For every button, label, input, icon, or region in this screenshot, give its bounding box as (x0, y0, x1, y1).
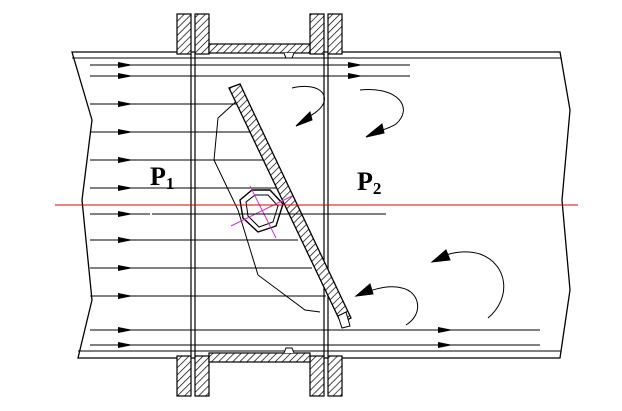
arrow-right-icon (118, 62, 133, 68)
arrow-right-icon (438, 342, 453, 348)
arrow-right-icon (438, 327, 453, 333)
p2-label: P2 (357, 167, 381, 198)
wake-boundary (213, 97, 321, 313)
flanges-top (176, 13, 343, 59)
pipe-outline (71, 51, 571, 359)
arrow-right-icon (118, 327, 133, 333)
flanges-bottom (176, 347, 343, 397)
arrow-right-icon (118, 73, 133, 79)
arrow-right-icon (118, 101, 133, 107)
arrow-right-icon (348, 73, 363, 79)
bolt-center-marks (230, 185, 293, 239)
p1-label: P1 (150, 162, 174, 193)
curved-arrow-icon (295, 111, 313, 127)
arrow-right-icon (348, 62, 363, 68)
arrow-right-icon (118, 185, 133, 191)
arrow-right-icon (118, 157, 133, 163)
arrow-right-icon (118, 237, 133, 243)
arrow-right-icon (118, 293, 133, 299)
vortex-arrows (291, 86, 505, 326)
vortex-arrow-3 (439, 251, 505, 319)
curved-arrow-icon (430, 249, 451, 263)
vortex-arrow-4 (365, 286, 418, 326)
valve-disc (228, 83, 352, 329)
curved-arrow-icon (365, 123, 385, 138)
arrow-right-icon (118, 342, 133, 348)
arrow-right-icon (118, 265, 133, 271)
curved-arrow-icon (354, 283, 374, 297)
flow-lines (90, 62, 540, 348)
arrow-right-icon (118, 129, 133, 135)
